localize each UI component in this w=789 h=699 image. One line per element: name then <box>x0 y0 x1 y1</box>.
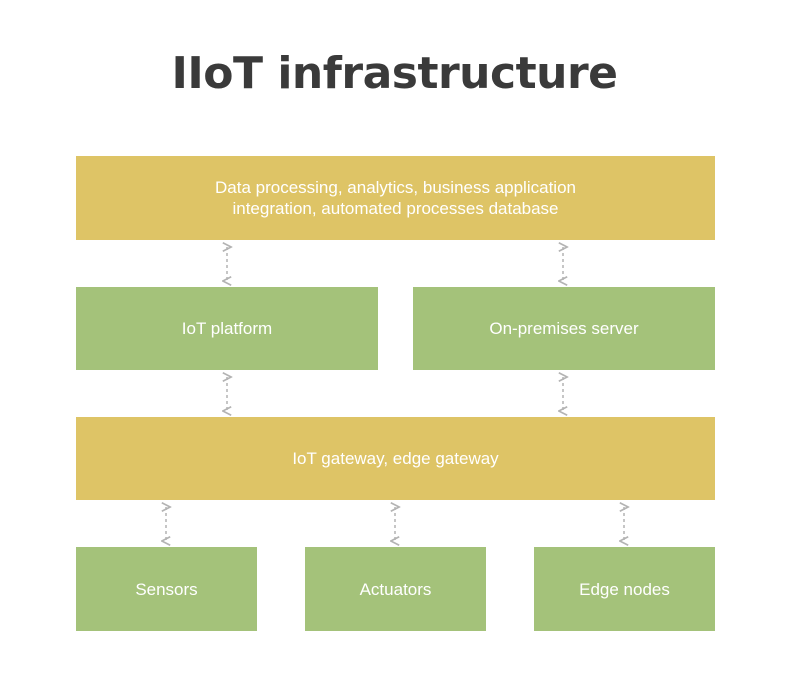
applications-layer-line2: integration, automated processes databas… <box>232 199 559 218</box>
on-premises-server-box: On-premises server <box>413 287 715 370</box>
diagram-title: IIoT infrastructure <box>171 48 618 99</box>
on-premises-server-label: On-premises server <box>489 319 639 338</box>
sensors-box: Sensors <box>76 547 257 631</box>
actuators-label: Actuators <box>359 579 432 599</box>
gateway-layer-box: IoT gateway, edge gateway <box>76 417 715 500</box>
iot-platform-box: IoT platform <box>76 287 378 370</box>
applications-layer-box: Data processing, analytics, business app… <box>76 156 715 240</box>
iot-platform-label: IoT platform <box>181 319 273 338</box>
edge-nodes-label: Edge nodes <box>579 579 670 599</box>
edge-nodes-box: Edge nodes <box>534 547 715 631</box>
sensors-label: Sensors <box>135 579 198 599</box>
gateway-layer-label: IoT gateway, edge gateway <box>292 449 499 468</box>
applications-layer-text: Data processing, analytics, business app… <box>215 177 576 219</box>
actuators-box: Actuators <box>305 547 486 631</box>
applications-layer-line1: Data processing, analytics, business app… <box>215 178 576 197</box>
